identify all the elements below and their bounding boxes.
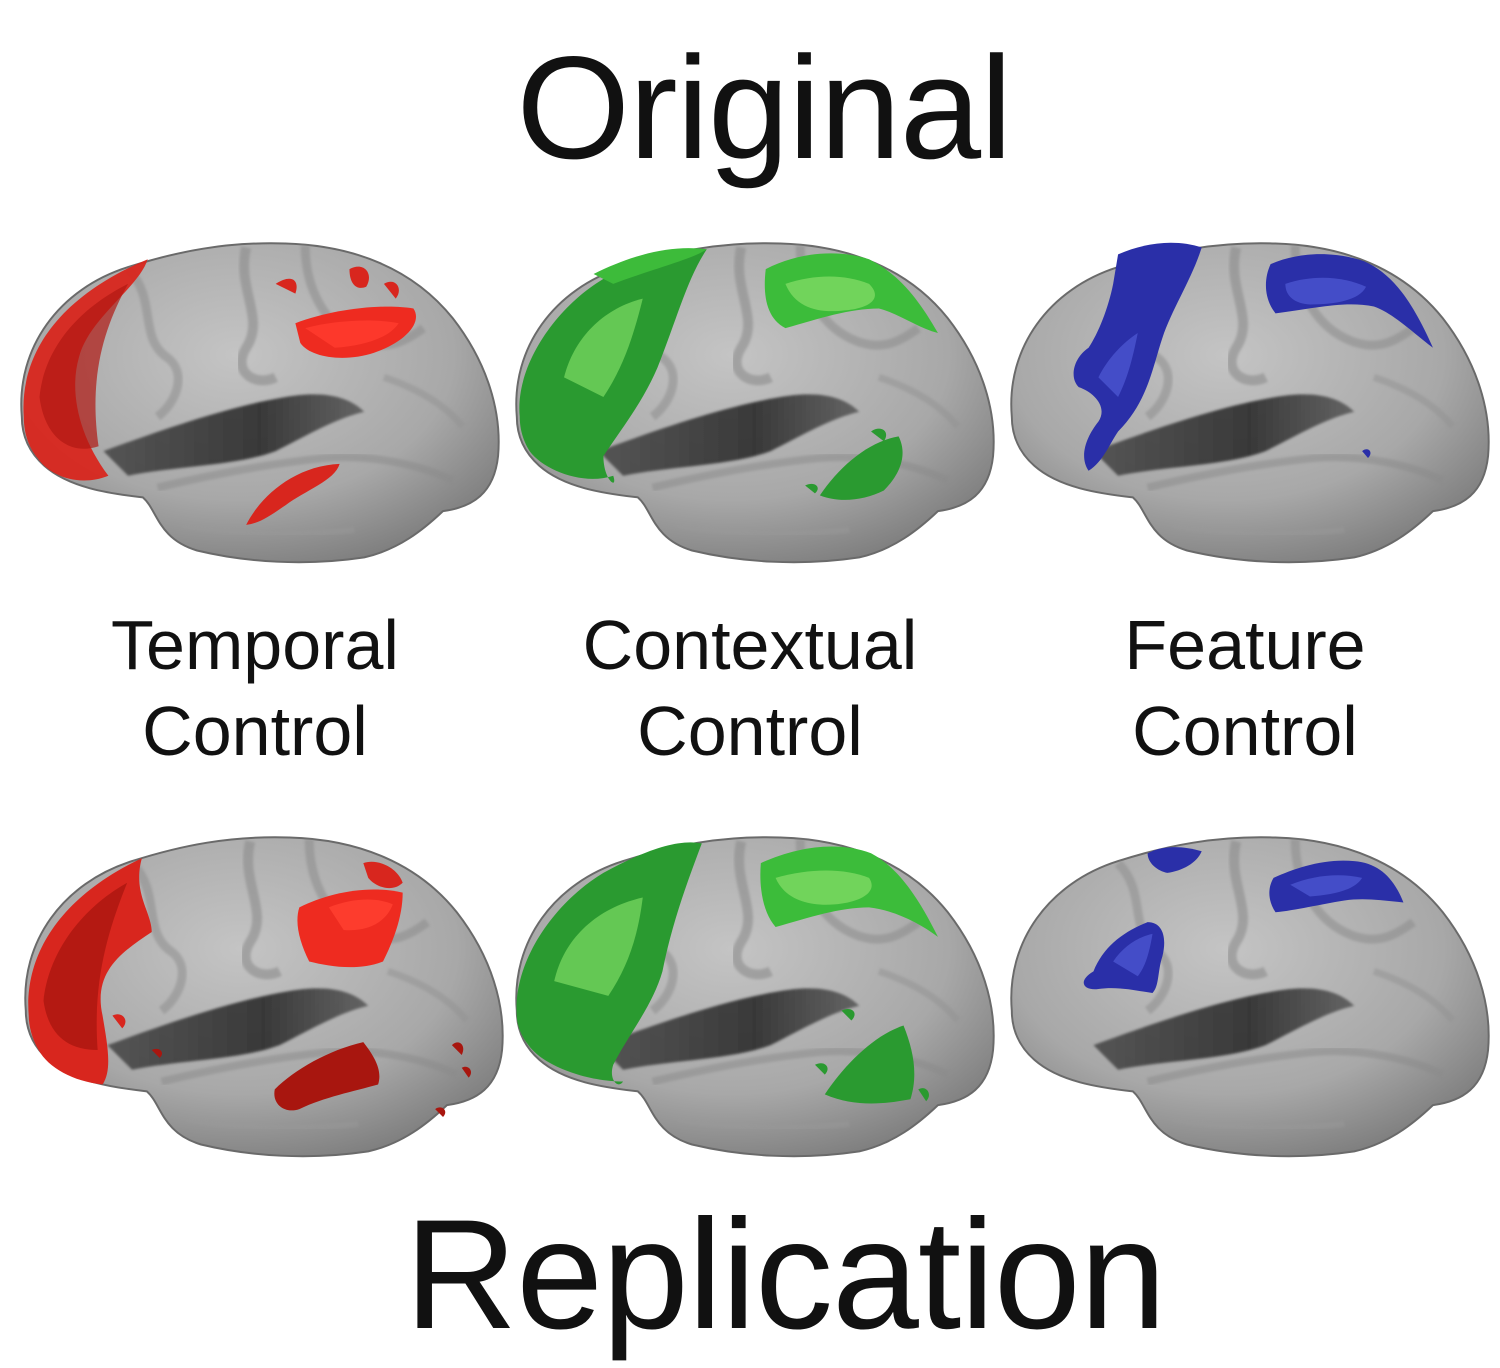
title-original: Original	[516, 26, 1012, 189]
brain-replication-contextual	[505, 822, 997, 1160]
title-replication: Replication	[404, 1188, 1167, 1362]
activation-feature-replication	[1083, 847, 1404, 993]
brain-original-feature	[1000, 228, 1492, 566]
label-contextual-control: Contextual Control	[540, 602, 960, 774]
label-contextual-line2: Control	[637, 692, 863, 770]
label-feature-control: Feature Control	[1035, 602, 1455, 774]
label-temporal-line2: Control	[142, 692, 368, 770]
activation-contextual-replication	[516, 842, 938, 1104]
brain-original-temporal	[10, 228, 502, 566]
brain-replication-temporal	[14, 822, 506, 1160]
label-feature-line2: Control	[1132, 692, 1358, 770]
label-temporal-control: Temporal Control	[45, 602, 465, 774]
brain-original-contextual	[505, 228, 997, 566]
activation-temporal-original	[23, 259, 416, 525]
label-temporal-line1: Temporal	[111, 606, 399, 684]
activation-temporal-replication	[28, 858, 472, 1117]
brain-replication-feature	[1000, 822, 1492, 1160]
label-feature-line1: Feature	[1124, 606, 1366, 684]
activation-contextual-original	[519, 248, 938, 500]
label-contextual-line1: Contextual	[582, 606, 918, 684]
activation-feature-original	[1073, 242, 1433, 471]
